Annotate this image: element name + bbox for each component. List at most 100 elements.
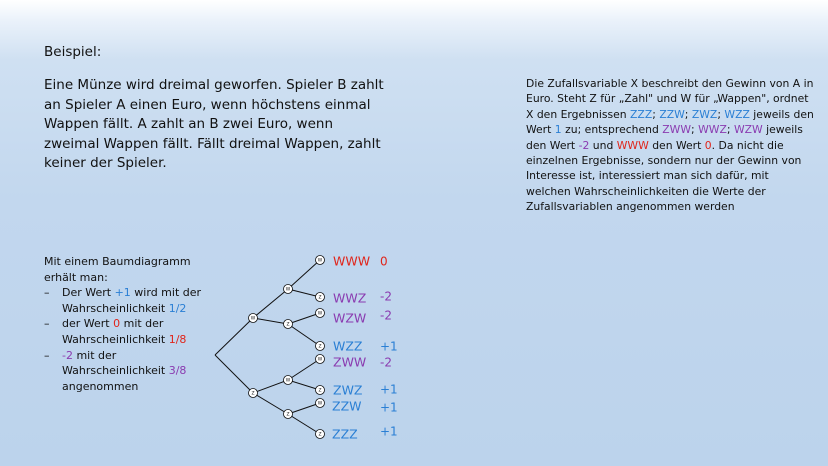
tree-branch <box>252 379 289 394</box>
summary-text: wird mit der Wahrscheinlichkeit <box>62 286 202 315</box>
summary-probability: 3/8 <box>168 364 187 378</box>
summary-value: -2 <box>62 348 73 362</box>
tree-node-level3 <box>315 429 325 439</box>
summary-text: mit der Wahrscheinlichkeit <box>62 348 169 378</box>
tree-node-level2 <box>283 284 293 294</box>
outcome-label: ZWZ <box>333 383 363 398</box>
tree-node-level1 <box>248 313 258 323</box>
outcome-zzz: ZZZ <box>630 107 653 121</box>
separator: ; <box>684 107 692 121</box>
outcome-label: ZZZ <box>332 427 358 442</box>
tree-branch <box>287 402 321 415</box>
tree-branch <box>287 413 321 435</box>
tree-node-level3-label: Z <box>318 432 321 438</box>
summary-item-minus-two: -2 mit der Wahrscheinlichkeit 3/8 angeno… <box>44 348 204 395</box>
summary-probability: 1/2 <box>168 301 187 315</box>
outcome-value: -2 <box>380 309 392 323</box>
outcome-label: ZZW <box>332 399 362 414</box>
tree-node-level3-label: Z <box>318 388 321 394</box>
outcome-wzw: WZW <box>733 123 763 137</box>
tree-node-level2-label: Z <box>286 322 289 328</box>
tree-branch <box>214 354 254 394</box>
outcome-zzw: ZZW <box>659 107 685 121</box>
summary-item-zero: der Wert 0 mit der Wahrscheinlichkeit 1/… <box>44 316 204 347</box>
outcome-value: +1 <box>380 425 398 439</box>
tree-branch <box>252 392 289 415</box>
summary-text: Der Wert <box>62 286 115 300</box>
tree-node-level3 <box>315 341 325 351</box>
outcome-value: +1 <box>380 383 398 397</box>
explanation-paragraph: Die Zufallsvariable X beschreibt den Gew… <box>526 76 816 215</box>
tree-node-level3 <box>315 308 325 318</box>
tree-node-level3-label: W <box>318 311 323 317</box>
summary-probability: 1/8 <box>168 332 187 346</box>
outcome-wwz: WWZ <box>698 123 727 137</box>
tree-node-level2 <box>283 375 293 385</box>
summary-intro: Mit einem Baumdiagramm erhält man: <box>44 255 191 284</box>
tree-node-level3 <box>315 292 325 302</box>
separator: ; <box>691 123 699 137</box>
summary-block: Mit einem Baumdiagramm erhält man: Der W… <box>44 254 204 394</box>
value-zero: 0 <box>704 138 712 152</box>
tree-node-level3 <box>315 354 325 364</box>
tree-node-level3-label: W <box>318 401 323 407</box>
outcome-value: 0 <box>380 255 388 269</box>
outcome-value: -2 <box>380 290 392 304</box>
tree-branch <box>287 259 321 290</box>
summary-text: mit der Wahrscheinlichkeit <box>62 317 169 346</box>
separator: ; <box>717 107 725 121</box>
tree-branch <box>214 317 254 356</box>
summary-text: angenommen <box>62 379 139 393</box>
tree-node-level1-label: W <box>251 316 256 322</box>
tree-node-level3 <box>315 385 325 395</box>
outcome-value: -2 <box>380 356 392 370</box>
tree-node-level3 <box>315 255 325 265</box>
explanation-text: und <box>589 138 617 152</box>
tree-node-level3-label: Z <box>318 344 321 350</box>
tree-branch <box>287 323 321 347</box>
summary-text: der Wert <box>62 317 114 331</box>
separator: ; <box>726 123 734 137</box>
tree-node-level2 <box>283 319 293 329</box>
outcome-zwz: ZWZ <box>691 107 718 121</box>
outcome-label: WZW <box>333 311 366 326</box>
tree-node-level3-label: W <box>318 258 323 264</box>
outcome-wzz: WZZ <box>724 107 750 121</box>
outcome-zww: ZWW <box>662 123 692 137</box>
value-minus-two: -2 <box>578 138 590 152</box>
tree-node-level2-label: W <box>286 378 291 384</box>
tree-branch <box>287 288 321 298</box>
intro-paragraph: Eine Münze wird dreimal geworfen. Spiele… <box>44 77 384 171</box>
tree-node-level3-label: Z <box>318 295 321 301</box>
slide-heading: Beispiel: <box>44 44 102 60</box>
tree-node-level3 <box>315 398 325 408</box>
tree-node-level1 <box>248 388 258 398</box>
tree-node-level2 <box>283 409 293 419</box>
tree-node-level2-label: Z <box>286 412 289 418</box>
explanation-text: jeweils den Wert <box>526 123 803 152</box>
tree-node-level2-label: W <box>286 287 291 293</box>
tree-branch <box>287 358 321 381</box>
tree-node-level1-label: Z <box>251 391 254 397</box>
explanation-text: den Wert <box>648 138 705 152</box>
tree-node-level3-label: W <box>318 357 323 363</box>
outcome-value: +1 <box>380 401 398 415</box>
explanation-text: jeweils den Wert <box>526 107 814 137</box>
outcome-label: WWW <box>333 254 370 269</box>
outcome-label: WWZ <box>333 291 366 306</box>
separator: ; <box>652 107 660 121</box>
explanation-text: Die Zufallsvariable X beschreibt den Gew… <box>526 77 814 121</box>
tree-branch <box>287 379 321 391</box>
explanation-text: zu; entsprechend <box>561 123 663 137</box>
outcome-label: WZZ <box>333 339 363 354</box>
outcome-www: WWW <box>616 138 649 152</box>
summary-value: 0 <box>113 317 121 331</box>
outcome-value: +1 <box>380 340 398 354</box>
outcome-label: ZWW <box>333 355 366 370</box>
value-plus-one: 1 <box>554 123 562 137</box>
tree-branch <box>252 317 289 325</box>
summary-item-plus-one: Der Wert +1 wird mit der Wahrscheinlichk… <box>44 285 204 316</box>
tree-branch <box>287 312 321 325</box>
explanation-text: . Da nicht die einzelnen Ergebnisse, son… <box>526 138 802 214</box>
